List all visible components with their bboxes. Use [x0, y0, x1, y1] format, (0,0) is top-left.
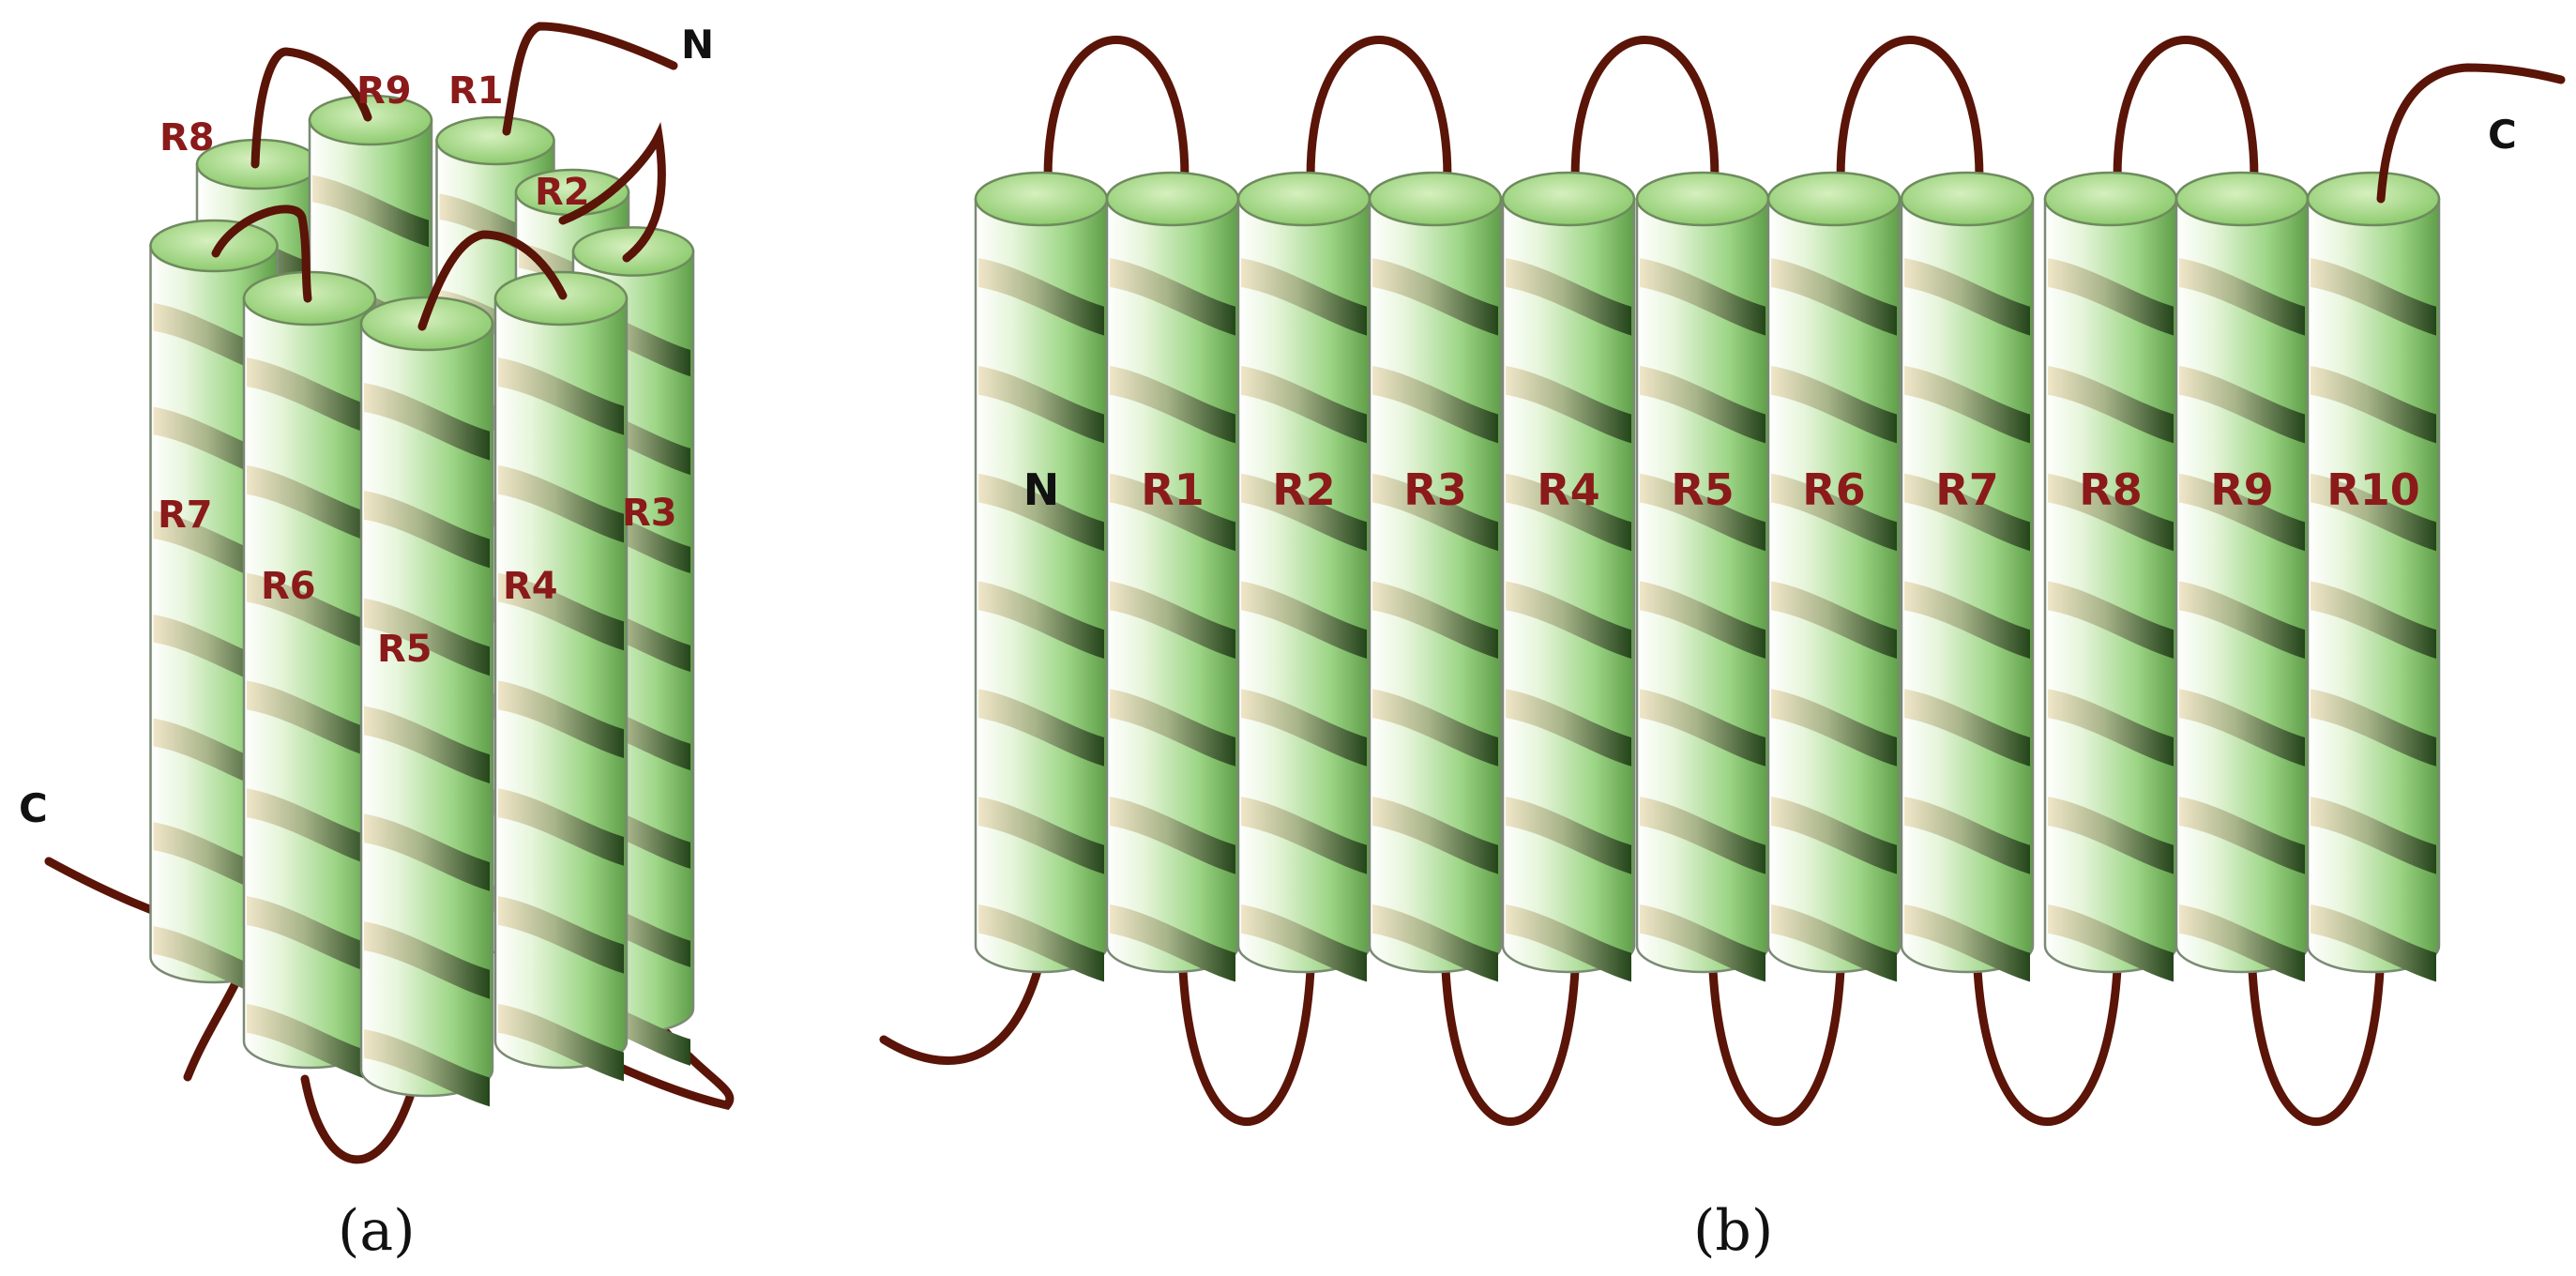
panel-b-helix-6: [1635, 171, 1770, 982]
loop-a-r8-r9: [250, 47, 372, 169]
label-a-r5: R5: [377, 628, 432, 671]
panel-b-hairpin-loops: [1043, 36, 2386, 1126]
label-b-helix-3: R2: [1272, 464, 1335, 515]
label-b-c-terminus: C: [2488, 112, 2517, 158]
label-b-helix-9: R8: [2079, 464, 2142, 515]
loop-b-top: [1043, 36, 1190, 206]
loop-a-bottom-right: [558, 1004, 735, 1111]
panel-b-helix-10: [2174, 171, 2310, 982]
loop-a-bottom-mid: [300, 1074, 417, 1164]
panel-a-helix-r6: [242, 270, 377, 1082]
panel-a-helix-r4: [493, 270, 629, 1082]
label-b-helix-10: R9: [2210, 464, 2273, 515]
loop-b-top: [1836, 36, 1984, 206]
panel-b-helices: [974, 171, 2441, 982]
label-a-r2: R2: [535, 171, 590, 214]
label-b-helix-4: R3: [1403, 464, 1466, 515]
label-a-r9: R9: [356, 69, 412, 113]
panel-a-labels: R9 R1 R8 R2 R7 R3 R6 R4 R5: [158, 69, 677, 671]
label-b-helix-2: R1: [1141, 464, 1204, 515]
loop-b-top: [2113, 36, 2259, 206]
panel-a-helices: [149, 94, 695, 1107]
panel-b-helix-2: [1105, 171, 1240, 982]
panel-b-c-terminus: [2376, 63, 2566, 204]
loop-a-r5-r4: [417, 230, 568, 331]
caption-panel-b: (b): [1693, 1198, 1773, 1264]
panel-b-helix-3: [1236, 171, 1371, 982]
loop-b-bottom: [2247, 941, 2386, 1126]
loop-b-top: [1306, 36, 1452, 206]
label-b-helix-1: N: [1023, 464, 1060, 515]
loop-a-r7-r6: [211, 205, 312, 303]
panel-b-helix-4: [1368, 171, 1503, 982]
panel-b-helix-5: [1501, 171, 1636, 982]
panel-b-helix-8: [1900, 171, 2035, 982]
panel-b-helix-9: [2043, 171, 2178, 982]
loop-b-bottom: [1972, 941, 2123, 1126]
label-a-r3: R3: [622, 492, 677, 535]
label-a-r1: R1: [448, 69, 504, 113]
loop-b-bottom: [1707, 941, 1846, 1126]
label-a-r4: R4: [503, 565, 558, 608]
label-a-r6: R6: [261, 565, 316, 608]
loop-b-bottom: [1177, 941, 1316, 1126]
label-b-helix-8: R7: [1935, 464, 1998, 515]
loop-a-r2-r3: [558, 121, 666, 263]
panel-b-helix-11: [2306, 171, 2441, 982]
loop-b-bottom: [1440, 941, 1581, 1126]
label-b-helix-6: R5: [1671, 464, 1734, 515]
panel-b-loops: [879, 952, 1046, 1065]
label-b-helix-7: R6: [1802, 464, 1865, 515]
loop-b-n-terminus: [879, 952, 1046, 1065]
label-a-r7: R7: [158, 494, 213, 537]
caption-panel-a: (a): [338, 1198, 416, 1264]
loop-a-bottom-left: [183, 980, 239, 1082]
panel-b-labels: N R1 R2 R3 R4 R5 R6 R7 R8 R9 R10: [1023, 464, 2420, 515]
label-a-r8: R8: [159, 116, 215, 160]
label-b-helix-5: R4: [1537, 464, 1599, 515]
label-a-n-terminus: N: [681, 22, 714, 68]
panel-a-upper-loops: [211, 22, 678, 331]
loop-b-c-terminus: [2376, 63, 2566, 204]
panel-b-helix-7: [1766, 171, 1902, 982]
label-a-c-terminus: C: [19, 785, 48, 831]
panel-b-helix-1: [974, 171, 1109, 982]
panel-a-helix-r5: [359, 296, 494, 1107]
loop-a-r1-n: [502, 22, 678, 136]
label-b-helix-11: R10: [2326, 464, 2419, 515]
loop-b-top: [1570, 36, 1720, 206]
